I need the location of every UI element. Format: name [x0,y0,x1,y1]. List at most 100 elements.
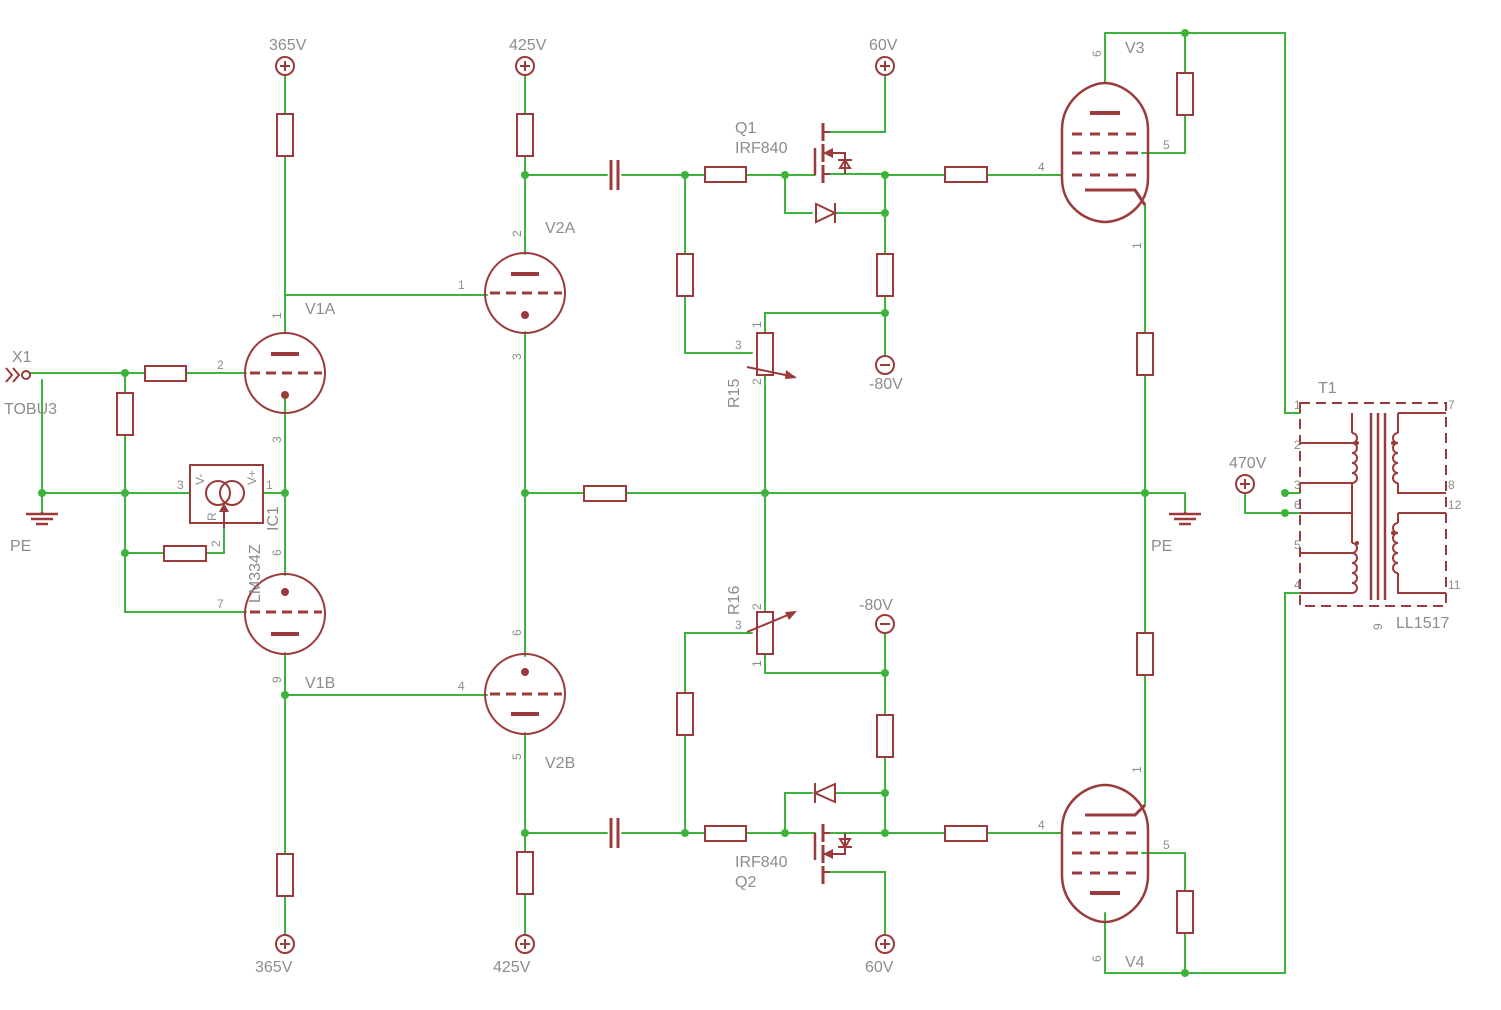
ground-symbol-left [26,512,58,526]
pin-number: 1 [1130,242,1144,249]
mosfet-q1 [813,123,852,183]
pin-number: 2 [510,230,524,237]
part-labels: X1 TOBU3 V1A V1B V2A V2B V3 V4 Q1 IRF840… [4,40,1449,971]
label-lm334z: LM334Z [247,544,264,603]
label-365v-bottom: 365V [255,959,293,976]
label-ll1517: LL1517 [1396,615,1449,632]
supply-365v-bottom [275,934,295,954]
label-60v-bottom: 60V [865,959,894,976]
supply-neg80v-bottom [875,614,895,634]
label-r16: R16 [726,586,743,615]
pin-number: 1 [458,278,465,292]
supply-365v-top [275,56,295,76]
label-470v: 470V [1229,455,1267,472]
pin-numbers: 1 2 3 6 7 9 3 1 2 2 1 3 6 4 5 1 3 2 2 3 … [177,50,1462,962]
label-q1-type: IRF840 [735,140,788,157]
ic1-pin-r: R [205,512,219,521]
ic1-current-source [189,464,264,528]
label-q2-type: IRF840 [735,854,788,871]
pin-number: 9 [270,676,284,683]
pin-number: 3 [1294,478,1301,492]
pin-number: 1 [266,478,273,492]
label-365v-top: 365V [269,37,307,54]
supply-470v [1235,474,1255,494]
pin-number: 2 [750,378,764,385]
capacitors [609,160,620,848]
pin-number: 6 [510,629,524,636]
label-q2: Q2 [735,874,756,891]
label-425v-top: 425V [509,37,547,54]
pin-number: 3 [735,338,742,352]
pin-number: 1 [1294,398,1301,412]
junctions [38,29,1289,977]
pin-number: 3 [510,353,524,360]
transformer-t1 [1299,402,1447,607]
pentode-v3 [1060,81,1150,224]
triode-v2b [484,653,566,735]
diode-top [815,202,838,224]
label-v2a: V2A [545,220,576,237]
ground-symbols [26,512,1201,526]
label-neg80v-top: -80V [869,376,903,393]
ic1-pin-vminus: V- [193,474,207,485]
wires [29,32,1301,974]
mosfet-q2 [813,824,852,884]
label-neg80v-bottom: -80V [859,597,893,614]
ground-symbol-right [1169,512,1201,526]
label-q1: Q1 [735,120,756,137]
label-ic1: IC1 [265,506,282,531]
label-x1: X1 [12,349,32,366]
triode-v1b [244,573,326,655]
pin-number: 7 [217,597,224,611]
pin-number: 2 [209,540,223,547]
label-v1b: V1B [305,675,335,692]
label-pe-left: PE [10,538,31,555]
label-v3: V3 [1125,40,1145,57]
supply-symbols [275,56,1255,954]
pin-number: 4 [1038,818,1045,832]
resistors [116,72,1194,934]
pin-number: 1 [750,660,764,667]
label-r15: R15 [726,379,743,408]
pin-number: 1 [1130,766,1144,773]
triode-v2a [484,252,566,334]
label-tobu3: TOBU3 [4,401,57,418]
pin-number: 3 [735,618,742,632]
ic1-pin-vplus: V+ [245,470,259,485]
ic1-pin-labels: V- V+ R [193,470,259,521]
pin-number: 3 [177,478,184,492]
label-v1a: V1A [305,301,336,318]
label-v2b: V2B [545,755,575,772]
trimmer-r15 [746,332,797,379]
pin-number: 9 [1371,623,1385,630]
pin-number: 5 [1163,838,1170,852]
pin-number: 5 [1294,538,1301,552]
pin-number: 7 [1448,398,1455,412]
pentode-v4 [1060,783,1150,924]
label-pe-right: PE [1151,538,1172,555]
pin-number: 4 [1038,160,1045,174]
pin-number: 6 [1294,498,1301,512]
trimmer-r16 [746,611,797,655]
pin-number: 6 [1090,50,1104,57]
pin-number: 2 [1294,438,1301,452]
input-connector-x1 [5,367,31,383]
pin-number: 6 [1090,955,1104,962]
pin-number: 5 [1163,138,1170,152]
supply-neg80v-top [875,355,895,375]
pin-number: 2 [217,358,224,372]
pin-number: 3 [270,436,284,443]
supply-labels: 365V 425V 60V 365V 425V 60V -80V -80V 47… [10,37,1267,976]
pin-number: 5 [510,753,524,760]
pin-number: 4 [1294,578,1301,592]
pin-number: 2 [750,603,764,610]
supply-425v-bottom [515,934,535,954]
pin-number: 4 [458,679,465,693]
pin-number: 1 [270,312,284,319]
pin-number: 6 [270,549,284,556]
pin-number: 1 [750,321,764,328]
supply-60v-bottom [875,934,895,954]
supply-425v-top [515,56,535,76]
pin-number: 8 [1448,478,1455,492]
